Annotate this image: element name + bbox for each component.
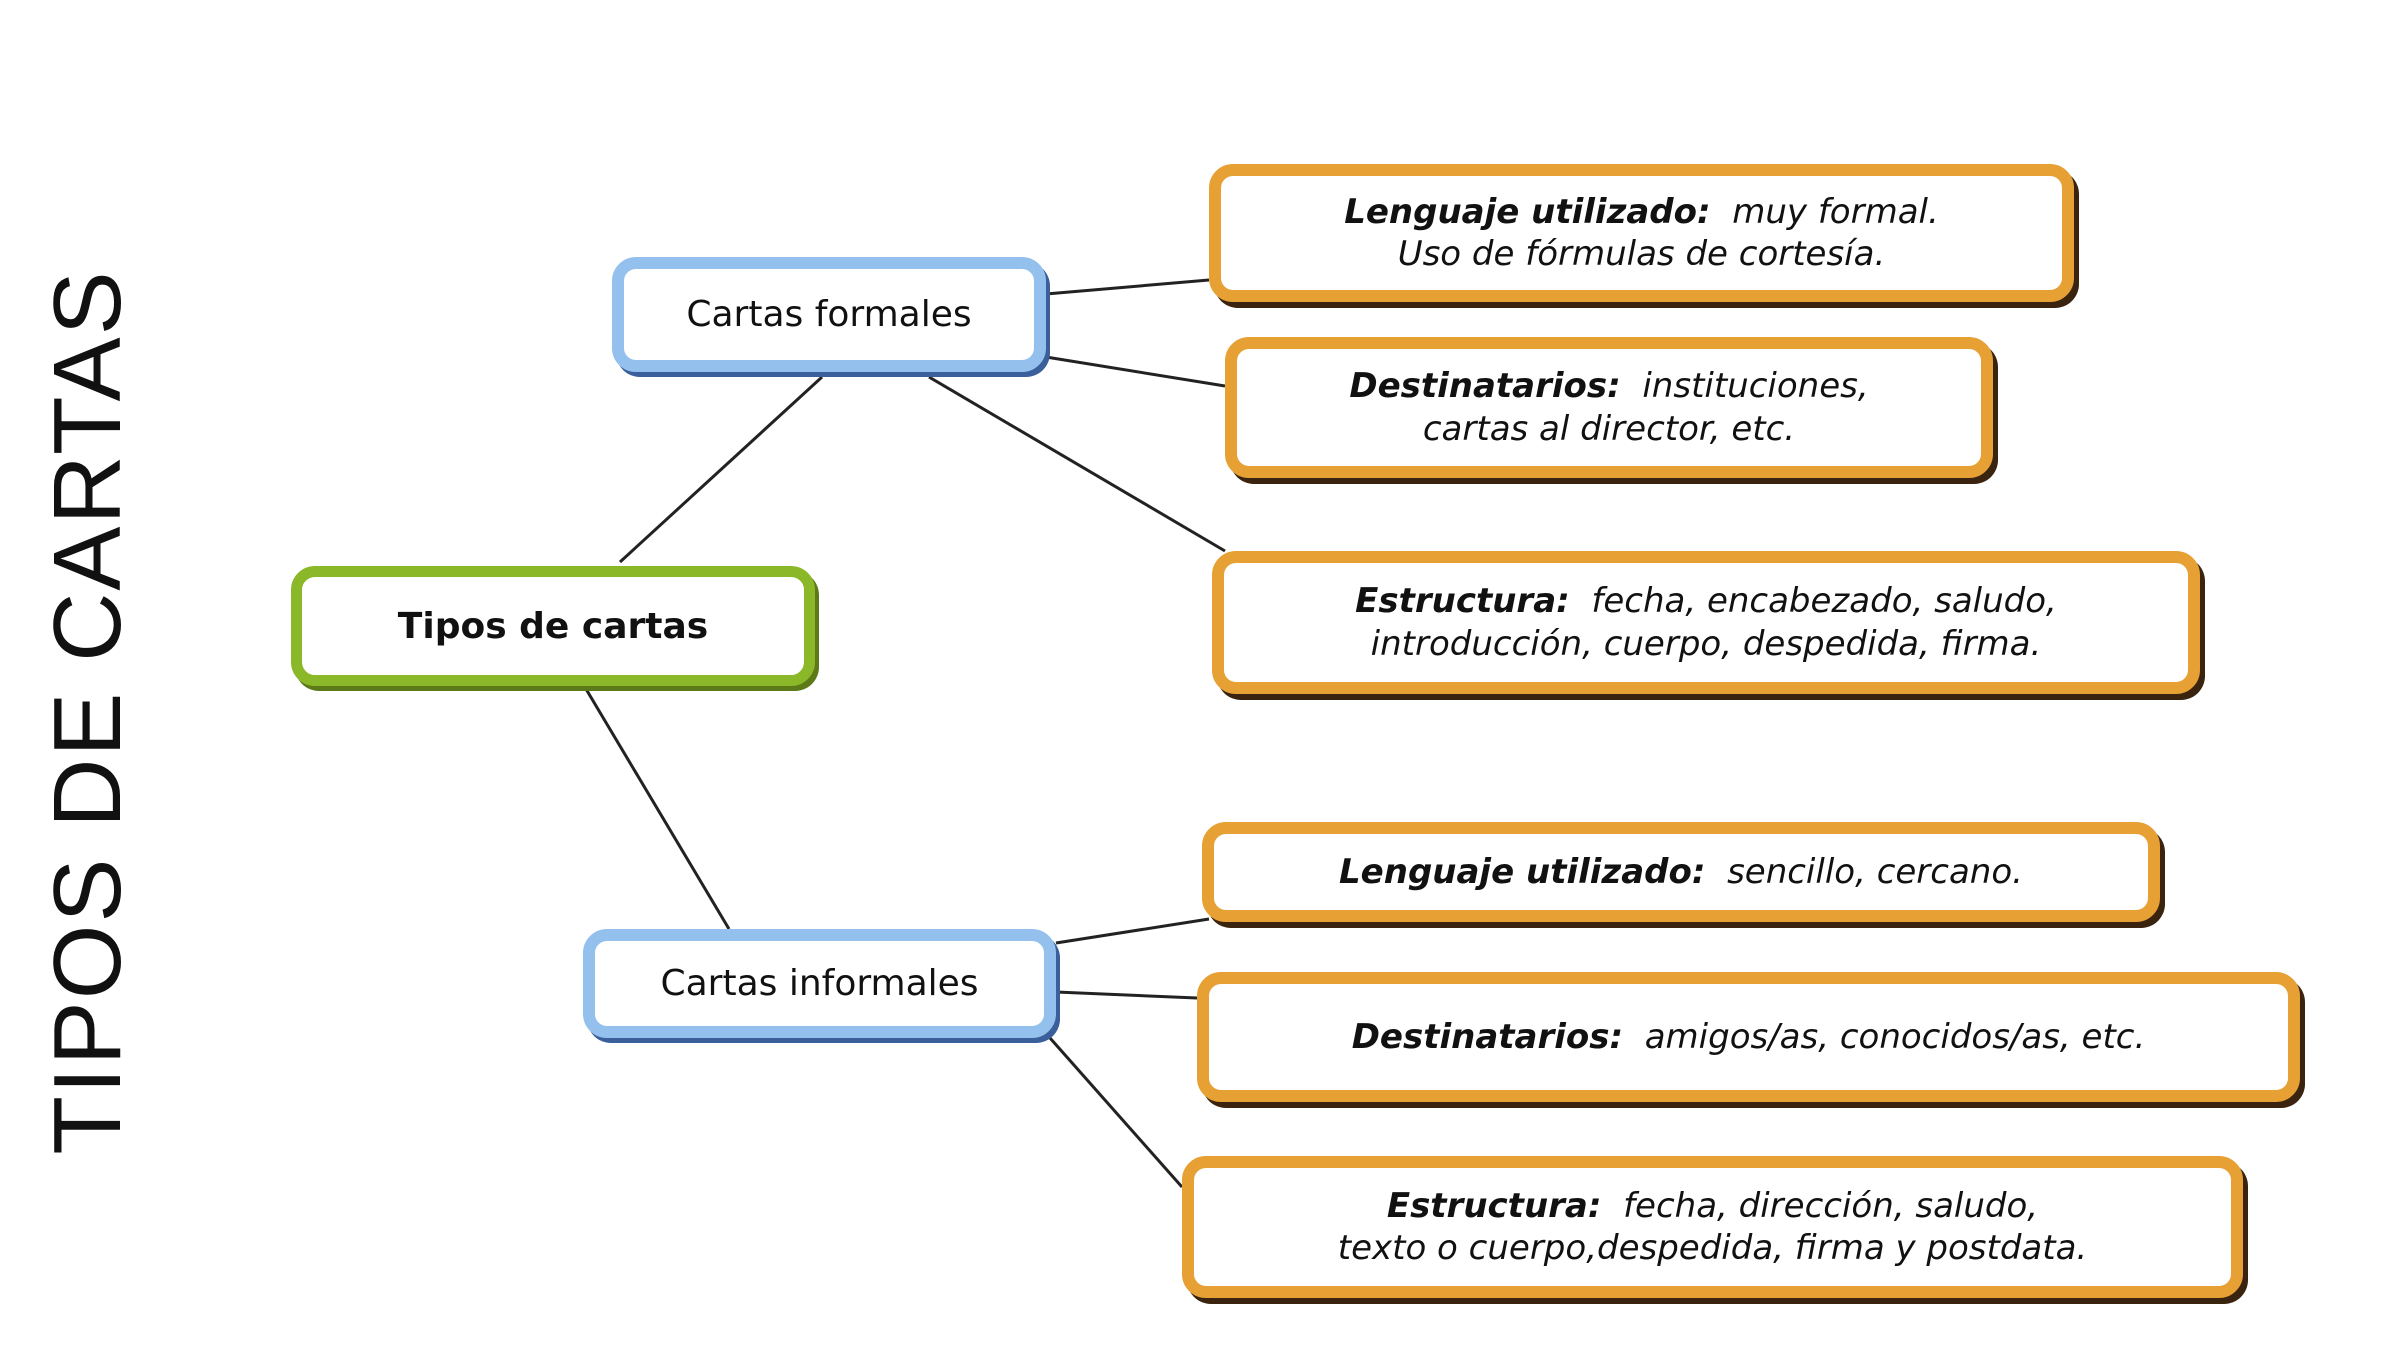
leaf-text: sencillo, cercano.: [1727, 851, 2023, 892]
leaf-key: Destinatarios:: [1349, 366, 1621, 406]
connector-root-informales: [584, 688, 731, 930]
leaf-key: Estructura:: [1386, 1185, 1602, 1226]
informales-estructura-node: Estructura: fecha, dirección, saludo,tex…: [1182, 1156, 2243, 1298]
informales-node: Cartas informales: [583, 929, 1056, 1038]
connector-informales-lenguaje: [1055, 917, 1210, 945]
informales-label: Cartas informales: [660, 963, 979, 1004]
leaf-text: fecha, encabezado, saludo,: [1591, 581, 2057, 621]
root-node: Tipos de cartas: [291, 566, 815, 686]
leaf-text: muy formal.: [1732, 191, 1939, 232]
connector-formales-destinatarios: [1045, 355, 1226, 388]
formales-estructura-node: Estructura: fecha, encabezado, saludo,in…: [1212, 551, 2200, 694]
leaf-key: Destinatarios:: [1351, 1016, 1624, 1057]
leaf-text: instituciones,: [1642, 366, 1869, 406]
connector-informales-destinatarios: [1055, 990, 1198, 1000]
formales-destinatarios-node: Destinatarios: instituciones,cartas al d…: [1225, 337, 1993, 478]
informales-destinatarios-node: Destinatarios: amigos/as, conocidos/as, …: [1197, 972, 2300, 1102]
leaf-text: fecha, dirección, saludo,: [1623, 1185, 2039, 1226]
formales-label: Cartas formales: [686, 294, 972, 335]
leaf-key: Estructura:: [1355, 581, 1570, 621]
connector-informales-estructura: [1048, 1037, 1184, 1188]
leaf-text: texto o cuerpo,despedida, firma y postda…: [1337, 1228, 2088, 1268]
connector-formales-lenguaje: [1045, 278, 1210, 296]
leaf-text: introducción, cuerpo, despedida, firma.: [1370, 623, 2042, 664]
leaf-text: Uso de fórmulas de cortesía.: [1397, 234, 1886, 274]
formales-lenguaje-node: Lenguaje utilizado: muy formal.Uso de fó…: [1209, 164, 2074, 302]
leaf-key: Lenguaje utilizado:: [1339, 851, 1706, 892]
leaf-text: cartas al director, etc.: [1422, 408, 1796, 449]
formales-node: Cartas formales: [612, 257, 1046, 372]
connector-formales-estructura: [928, 375, 1226, 553]
informales-lenguaje-node: Lenguaje utilizado: sencillo, cercano.: [1202, 822, 2160, 922]
leaf-key: Lenguaje utilizado:: [1344, 191, 1711, 232]
connector-root-formales: [618, 375, 824, 564]
leaf-text: amigos/as, conocidos/as, etc.: [1644, 1016, 2146, 1057]
root-label: Tipos de cartas: [397, 605, 709, 647]
